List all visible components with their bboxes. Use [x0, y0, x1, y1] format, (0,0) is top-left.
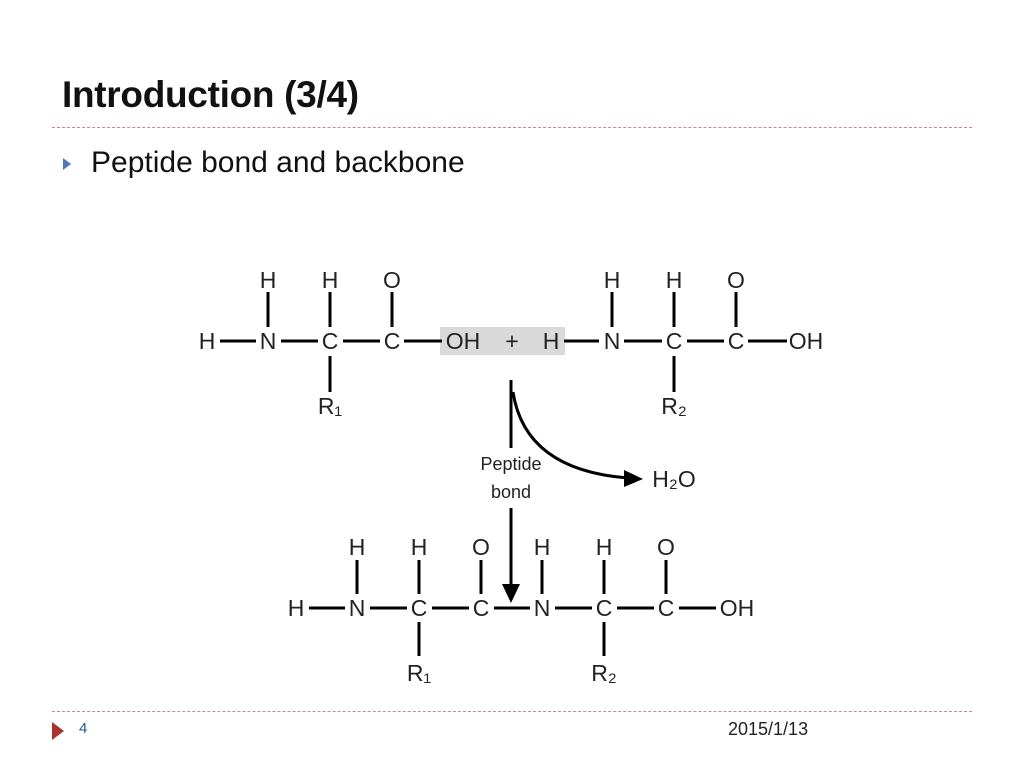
p-top-h3: H	[534, 534, 551, 560]
r1-atom-c1: C	[322, 328, 339, 354]
r1-atom-h: H	[199, 328, 216, 354]
bullet-item: Peptide bond and backbone	[63, 146, 465, 180]
arrow-down-head	[502, 584, 520, 603]
p-atom-h: H	[288, 595, 305, 621]
water-label: H₂O	[652, 466, 695, 492]
r2-atom-c1: C	[666, 328, 683, 354]
p-atom-c1: C	[411, 595, 428, 621]
r2-atom-oh: OH	[789, 328, 824, 354]
p-side-chain-1: R₁	[407, 660, 432, 686]
r1-top-h1: H	[260, 267, 277, 293]
peptide-bond-label-line2: bond	[491, 482, 531, 502]
r1-side-chain: R₁	[318, 393, 343, 419]
r1-atom-c2: C	[384, 328, 401, 354]
condensation-highlight	[440, 327, 565, 355]
p-atom-n1: N	[349, 595, 366, 621]
p-atom-c2: C	[473, 595, 490, 621]
footer-triangle-icon	[52, 722, 64, 740]
p-top-h2: H	[411, 534, 428, 560]
p-atom-n2: N	[534, 595, 551, 621]
r2-atom-h: H	[543, 328, 560, 354]
slide-title: Introduction (3/4)	[62, 74, 359, 115]
r2-atom-c2: C	[728, 328, 745, 354]
slide-date: 2015/1/13	[728, 719, 809, 739]
p-atom-c3: C	[596, 595, 613, 621]
p-top-h4: H	[596, 534, 613, 560]
peptide-bond-label-line1: Peptide	[480, 454, 541, 474]
r1-atom-n: N	[260, 328, 277, 354]
p-top-h1: H	[349, 534, 366, 560]
r2-top-o: O	[727, 267, 745, 293]
p-atom-c4: C	[658, 595, 675, 621]
r1-atom-oh: OH	[446, 328, 481, 354]
page-number: 4	[79, 720, 88, 737]
r2-atom-n: N	[604, 328, 621, 354]
r1-top-h2: H	[322, 267, 339, 293]
r2-top-h2: H	[666, 267, 683, 293]
triangle-bullet-icon	[63, 158, 71, 170]
bullet-text: Peptide bond and backbone	[91, 146, 465, 179]
footer-divider	[52, 711, 972, 712]
p-top-o2: O	[657, 534, 675, 560]
r2-top-h1: H	[604, 267, 621, 293]
r1-top-o: O	[383, 267, 401, 293]
p-top-o1: O	[472, 534, 490, 560]
title-divider	[52, 127, 972, 128]
plus-sign: +	[505, 328, 518, 354]
p-side-chain-2: R₂	[591, 660, 617, 686]
p-atom-oh: OH	[720, 595, 755, 621]
arrow-water-head	[624, 470, 643, 487]
r2-side-chain: R₂	[661, 393, 687, 419]
